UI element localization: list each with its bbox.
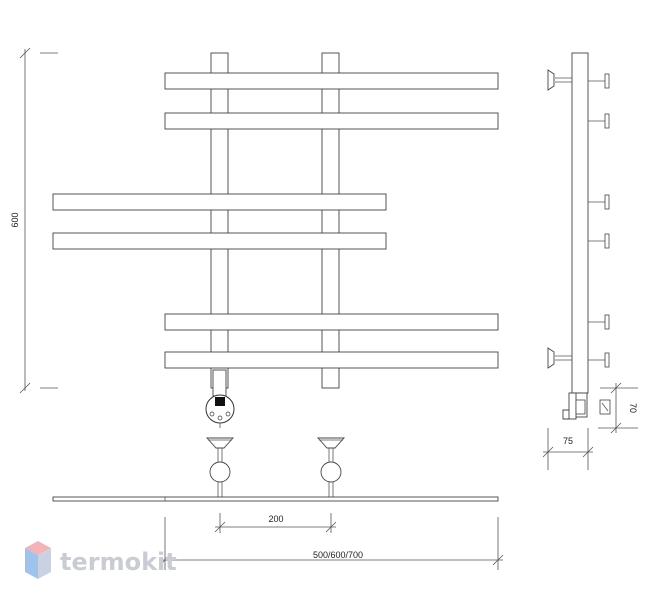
heater-display-icon	[215, 397, 225, 406]
left-rail	[210, 52, 229, 389]
center-distance-dimension: 200	[214, 513, 337, 533]
bar-2	[164, 112, 499, 130]
heater-led-3	[225, 411, 231, 417]
right-rail	[321, 52, 340, 389]
side-heater	[562, 392, 611, 420]
width-label: 500/600/700	[313, 550, 363, 560]
side-height-dimension: 70	[598, 382, 638, 434]
side-depth-dimension: 75	[542, 428, 594, 470]
center-distance-label: 200	[268, 514, 283, 524]
heater-led-1	[209, 411, 215, 417]
side-bar-ends	[588, 73, 610, 368]
height-label: 600	[10, 212, 20, 227]
top-wall-bracket	[547, 69, 572, 91]
height-dimension: 600	[10, 47, 58, 394]
side-height-label: 70	[628, 403, 638, 413]
bar-1	[164, 72, 499, 90]
cube-icon	[25, 541, 51, 579]
bar-3	[52, 193, 387, 211]
bar-6	[164, 351, 499, 369]
side-rail	[571, 52, 589, 394]
logo-wordmark: termokit	[60, 548, 177, 576]
bar-5	[164, 313, 499, 331]
floor-line	[52, 496, 499, 502]
side-view: 70 75	[542, 52, 638, 470]
bar-4	[52, 232, 387, 250]
termokit-logo[interactable]: termokit	[25, 541, 177, 579]
front-view	[52, 52, 499, 502]
right-floor-mount	[316, 437, 346, 497]
left-floor-mount	[205, 437, 235, 497]
width-dimension: 500/600/700	[159, 517, 504, 570]
heater-led-2	[217, 415, 223, 421]
bottom-wall-bracket	[547, 347, 572, 369]
side-depth-label: 75	[563, 436, 573, 446]
heater-neck	[212, 369, 227, 397]
